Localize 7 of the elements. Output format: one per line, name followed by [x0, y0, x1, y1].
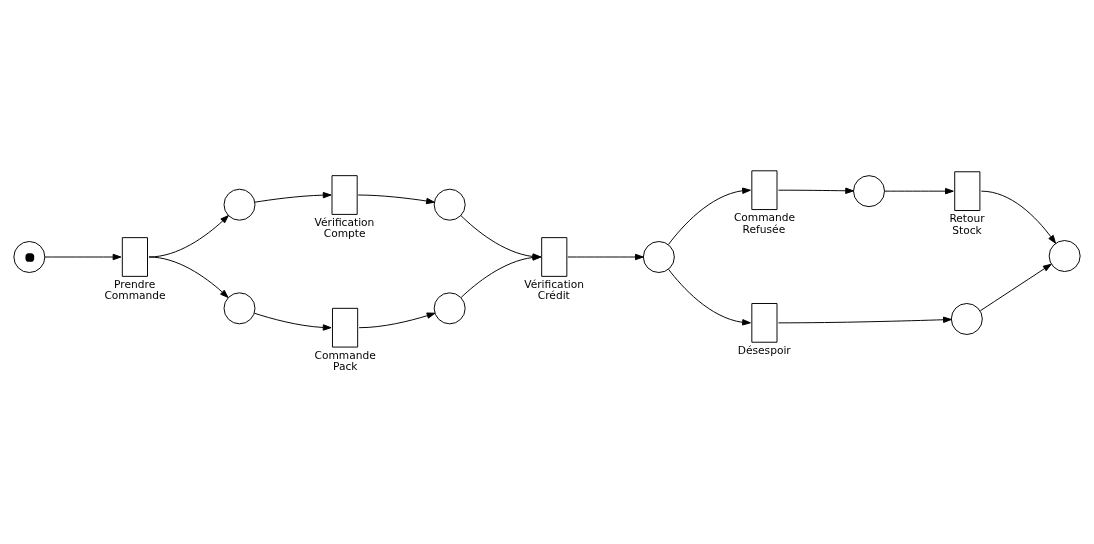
node-label: Commande Pack [314, 348, 376, 373]
node-label: Retour Stock [949, 211, 985, 237]
node-label: Vérification Compte [314, 215, 375, 240]
node-label: Commande Refusée [733, 210, 796, 236]
node-label: Désespoir [737, 343, 791, 357]
node-label: Vérification Crédit [524, 277, 585, 302]
node-label: Prendre Commande [104, 277, 166, 302]
